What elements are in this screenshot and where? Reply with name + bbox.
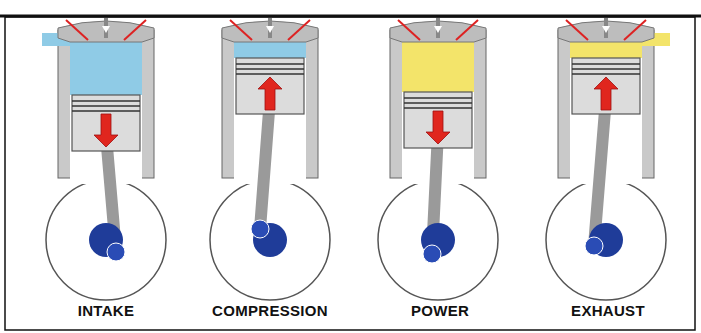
crank-pin (251, 220, 269, 238)
piston (572, 58, 640, 114)
engine-cylinder (546, 18, 670, 300)
gas-charge (70, 42, 142, 95)
valve-stem (230, 20, 252, 40)
gas-charge (570, 42, 642, 58)
spark-plug-tip (102, 26, 110, 33)
piston-ring (236, 68, 304, 70)
stroke-label: INTAKE (26, 302, 186, 319)
gas-charge (234, 42, 306, 58)
motion-arrow (426, 111, 450, 144)
crank-pin (585, 237, 603, 255)
crank-pin (423, 245, 441, 263)
valve-stem (456, 20, 478, 40)
piston-ring (72, 110, 140, 112)
crankcase (210, 180, 330, 300)
valve-stem (398, 20, 420, 40)
engine-cylinder (378, 18, 498, 300)
valve-stem (624, 20, 646, 40)
engine-cylinder (42, 18, 166, 300)
motion-arrow (594, 77, 618, 110)
piston-ring (572, 73, 640, 75)
motion-arrow (258, 77, 282, 110)
piston-ring (404, 97, 472, 99)
crankcase (546, 180, 666, 300)
spark-plug-tip (434, 26, 442, 33)
piston-ring (236, 63, 304, 65)
piston-ring (404, 107, 472, 109)
valve-stem (124, 20, 146, 40)
motion-arrow (94, 114, 118, 147)
figure-border (5, 17, 695, 330)
piston-ring (236, 73, 304, 75)
piston (236, 58, 304, 114)
piston-ring (404, 102, 472, 104)
spark-plug-tip (602, 26, 610, 33)
piston (404, 92, 472, 148)
gas-charge (402, 42, 474, 92)
stroke-label: EXHAUST (528, 302, 688, 319)
piston-ring (72, 100, 140, 102)
spark-plug-tip (266, 26, 274, 33)
engine-cylinder (210, 18, 330, 300)
piston-ring (572, 68, 640, 70)
piston (72, 95, 140, 151)
piston-ring (572, 63, 640, 65)
stroke-label: COMPRESSION (190, 302, 350, 319)
crank-pin (107, 243, 125, 261)
valve-stem (288, 20, 310, 40)
valve-stem (566, 20, 588, 40)
stroke-label: POWER (360, 302, 520, 319)
piston-ring (72, 105, 140, 107)
valve-stem (66, 20, 88, 40)
connecting-rod (260, 98, 270, 229)
